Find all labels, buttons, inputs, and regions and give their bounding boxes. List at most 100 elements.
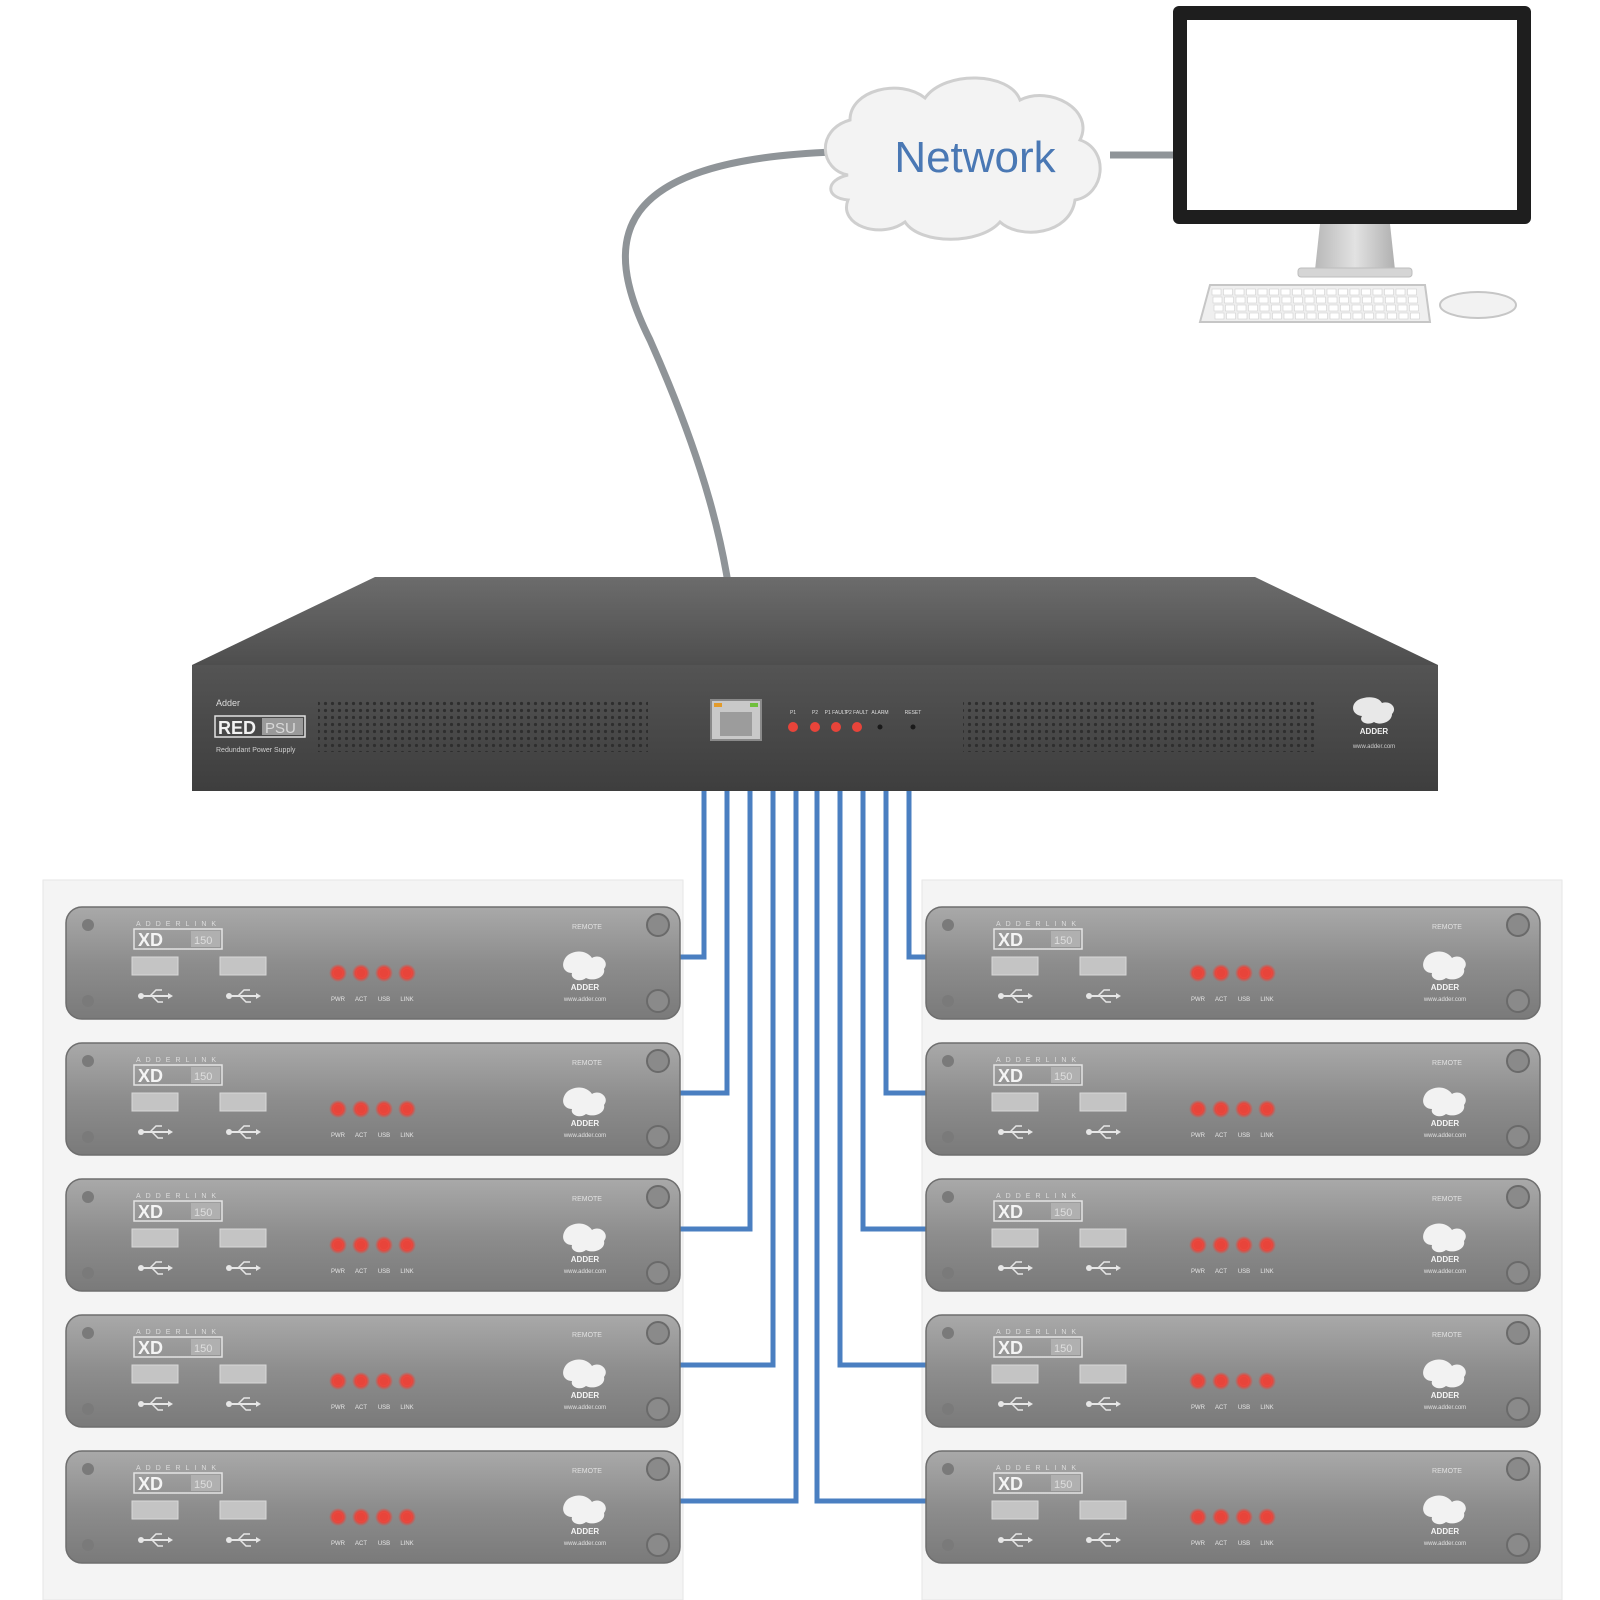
extender-model-suffix: 150 (1054, 1479, 1072, 1491)
extender-model-suffix-bg (191, 1475, 220, 1491)
keyboard-key (1234, 288, 1245, 296)
screw-icon (82, 1403, 94, 1415)
extender-logo-text: ADDER (571, 983, 600, 992)
extender-role: REMOTE (572, 924, 602, 931)
keyboard-key (1374, 304, 1385, 312)
keyboard-key (1338, 288, 1348, 296)
extender-logo-text: ADDER (571, 1527, 600, 1536)
extender-series: ADDERLINK (996, 1329, 1081, 1336)
status-led-core (1216, 968, 1226, 978)
led-label: USB (1238, 997, 1250, 1003)
keyboard-key (1303, 288, 1314, 296)
psu-model-psu-bg (262, 718, 303, 735)
usb-icon (998, 989, 1033, 1003)
usb-icon (138, 1397, 173, 1411)
extender-model-suffix-bg (1051, 931, 1080, 947)
extender-model-suffix-bg (191, 931, 220, 947)
usb-port (1079, 1364, 1127, 1384)
status-led-core (1193, 1376, 1203, 1386)
extender-model-box (993, 1336, 1083, 1358)
keyboard-key (1271, 304, 1281, 312)
screw-icon (82, 1539, 94, 1551)
extender-url: www.adder.com (1423, 997, 1466, 1003)
led-label: USB (1238, 1133, 1250, 1139)
extender-model-suffix-bg (1051, 1475, 1080, 1491)
extender-logo-text: ADDER (1431, 983, 1460, 992)
adder-logo-icon (1423, 1087, 1466, 1117)
led-label: USB (378, 1133, 390, 1139)
status-led-core (1262, 968, 1272, 978)
monitor-screen (1187, 20, 1517, 210)
usb-icon (1086, 1397, 1121, 1411)
extender-logo-text: ADDER (1431, 1119, 1460, 1128)
usb-port (1079, 956, 1127, 976)
network-cloud: Network (823, 76, 1102, 241)
blue-cable-right-3 (860, 791, 926, 1232)
status-led-core (379, 1240, 389, 1250)
led-label: LINK (400, 1541, 413, 1547)
psu-model-red: RED (218, 718, 256, 738)
psu-indicator-label: P1 (790, 710, 796, 716)
extender-role: REMOTE (572, 1468, 602, 1475)
led-label: ACT (355, 997, 367, 1003)
workstation (1173, 6, 1531, 323)
screw-icon (942, 1539, 954, 1551)
mounting-hole-icon (646, 1321, 670, 1345)
keyboard-key (1363, 304, 1373, 312)
blue-cable-left-2 (680, 791, 730, 1096)
extender-url: www.adder.com (1423, 1541, 1466, 1547)
extender-model: XD (998, 1338, 1023, 1358)
led-label: ACT (355, 1405, 367, 1411)
screw-icon (942, 1267, 954, 1279)
psu-logo-text: ADDER (1360, 727, 1389, 736)
usb-port (219, 1092, 267, 1112)
mounting-hole-icon (646, 1457, 670, 1481)
extender-series: ADDERLINK (136, 1193, 221, 1200)
extender-role: REMOTE (1432, 1196, 1462, 1203)
mounting-hole-icon (646, 1397, 670, 1421)
led-label: USB (378, 1269, 390, 1275)
mounting-hole-icon (1506, 1397, 1530, 1421)
led-label: USB (1238, 1405, 1250, 1411)
adder-logo-icon (563, 1087, 606, 1117)
screw-icon (942, 1403, 954, 1415)
extender-role: REMOTE (572, 1196, 602, 1203)
keyboard-key (1294, 304, 1304, 312)
keyboard-key (1214, 312, 1225, 320)
keyboard-key (1259, 304, 1270, 312)
extender-model-suffix: 150 (194, 1207, 212, 1219)
keyboard-key (1246, 288, 1256, 296)
mounting-hole-icon (1506, 1321, 1530, 1345)
mounting-hole-icon (1506, 1533, 1530, 1557)
psu-indicator-led (910, 724, 916, 730)
extender-url: www.adder.com (1423, 1269, 1466, 1275)
led-label: PWR (1191, 1405, 1206, 1411)
keyboard-key (1318, 312, 1328, 320)
keyboard-key (1372, 288, 1383, 296)
keyboard-key (1326, 288, 1337, 296)
extender-model-suffix: 150 (1054, 1071, 1072, 1083)
extender-model-suffix-bg (1051, 1067, 1080, 1083)
keyboard-key (1361, 288, 1371, 296)
keyboard-key (1213, 304, 1224, 312)
cloud-icon (823, 76, 1102, 241)
extender-logo-text: ADDER (1431, 1527, 1460, 1536)
keyboard-key (1385, 296, 1395, 304)
extender-url: www.adder.com (563, 1405, 606, 1411)
mounting-hole-icon (646, 989, 670, 1013)
led-label: ACT (1215, 1405, 1227, 1411)
blue-cables (680, 791, 926, 1504)
usb-port (219, 956, 267, 976)
extender-url: www.adder.com (563, 1269, 606, 1275)
extender-model-suffix-bg (1051, 1339, 1080, 1355)
led-label: LINK (400, 1405, 413, 1411)
usb-icon (226, 1125, 261, 1139)
led-label: LINK (400, 1269, 413, 1275)
keyboard-key (1351, 304, 1362, 312)
status-led-core (1216, 1512, 1226, 1522)
usb-port (219, 1364, 267, 1384)
adder-logo-icon (563, 1495, 606, 1525)
keyboard-key (1295, 312, 1305, 320)
